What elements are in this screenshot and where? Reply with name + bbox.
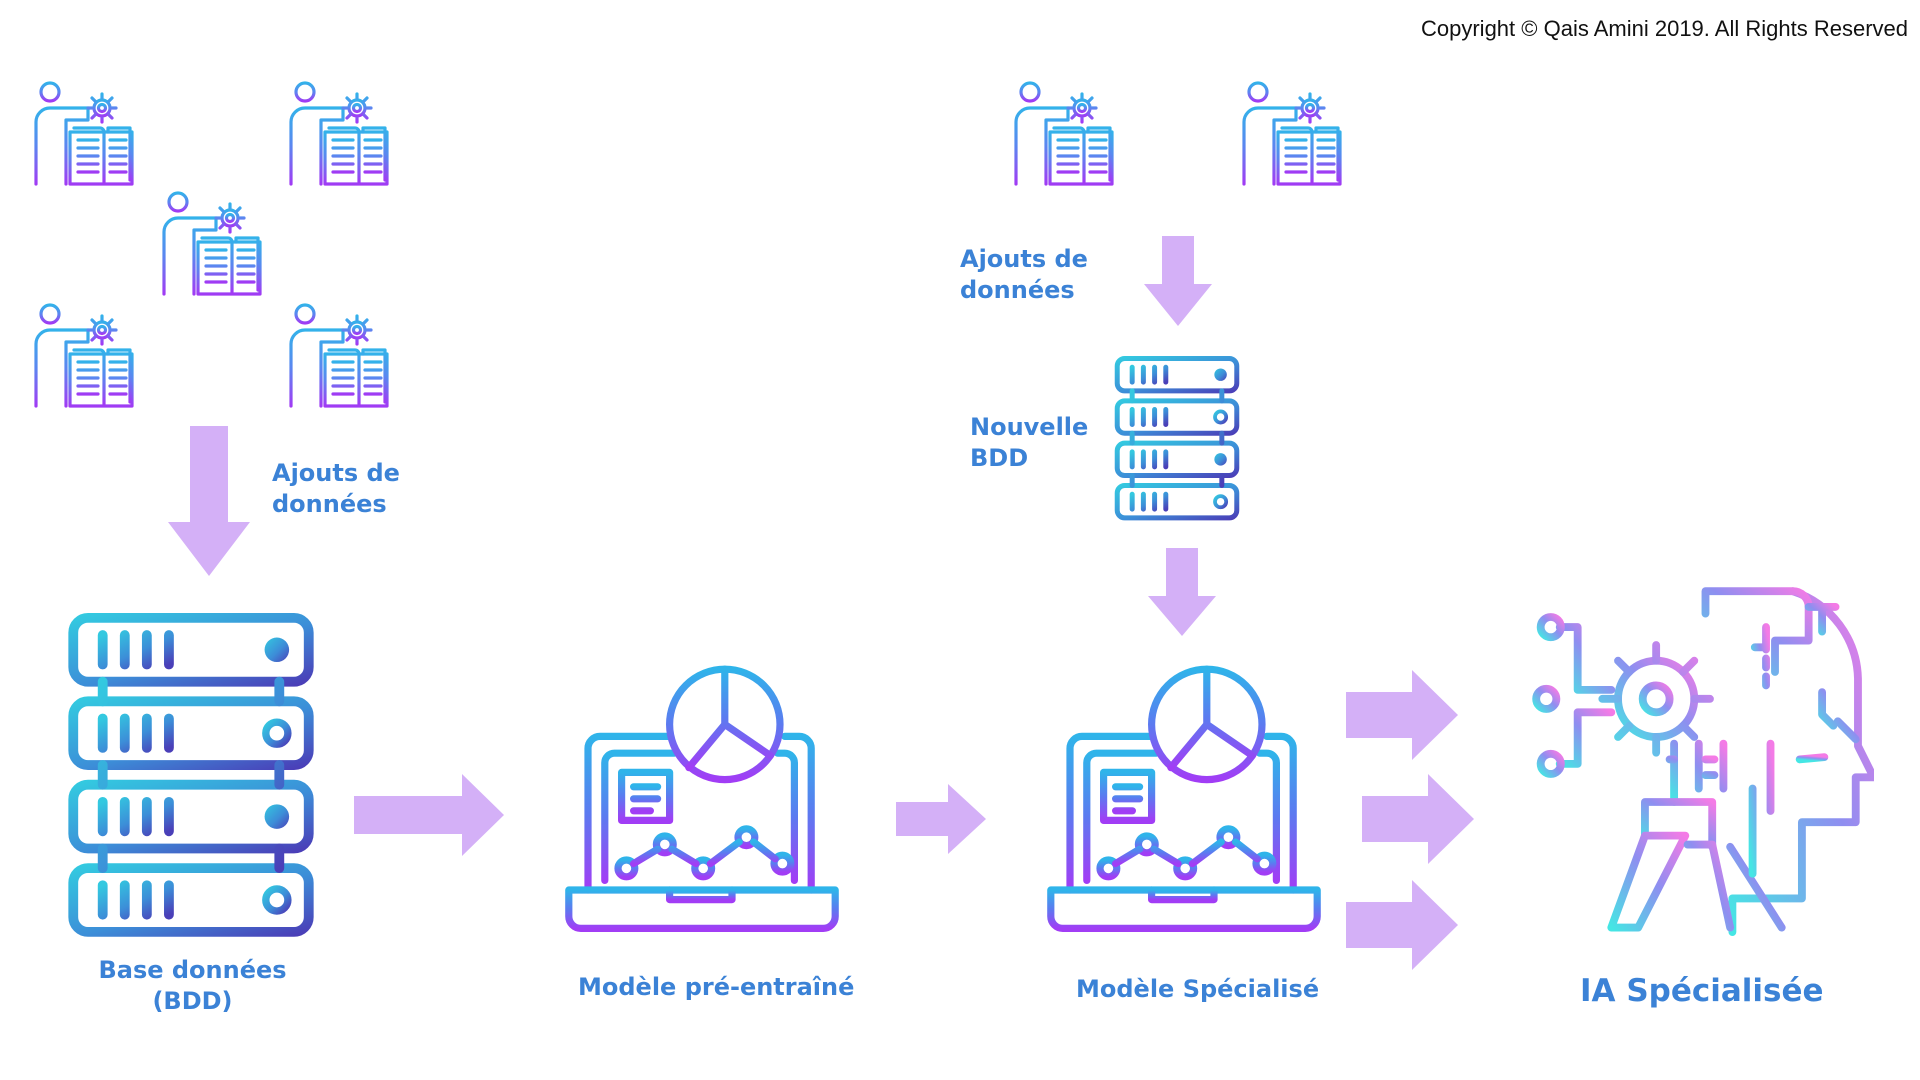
right-arrow-icon bbox=[896, 784, 986, 854]
label-line: Ajouts de bbox=[272, 459, 400, 487]
label-line: (BDD) bbox=[152, 986, 233, 1015]
expert-icon bbox=[1236, 80, 1346, 190]
expert-icon bbox=[1008, 80, 1118, 190]
expert-icon bbox=[28, 80, 138, 190]
right-arrow-icon bbox=[354, 774, 504, 856]
base-donnees-label: Base données (BDD) bbox=[70, 955, 315, 1016]
ajouts-donnees-label-right: Ajouts de données bbox=[960, 244, 1088, 305]
right-arrow-icon bbox=[1362, 774, 1474, 864]
expert-icon bbox=[283, 302, 393, 412]
expert-icon bbox=[28, 302, 138, 412]
specialized-model-laptop-icon bbox=[1046, 662, 1322, 938]
right-arrow-icon bbox=[1346, 880, 1458, 970]
label-line: BDD bbox=[970, 443, 1029, 472]
label-line: Nouvelle bbox=[970, 413, 1089, 441]
label-line: Base données bbox=[98, 956, 287, 984]
ia-specialisee-label: IA Spécialisée bbox=[1580, 973, 1824, 1009]
pretrained-model-laptop-icon bbox=[564, 662, 840, 938]
expert-icon bbox=[156, 190, 266, 300]
database-server-icon bbox=[66, 613, 316, 938]
expert-icon bbox=[283, 80, 393, 190]
nouvelle-bdd-label: Nouvelle BDD bbox=[970, 412, 1088, 473]
label-line: données bbox=[960, 275, 1075, 304]
down-arrow-icon bbox=[1144, 236, 1212, 326]
down-arrow-icon bbox=[168, 426, 250, 576]
new-database-server-icon bbox=[1114, 356, 1240, 521]
copyright-notice: Copyright © Qais Amini 2019. All Rights … bbox=[1421, 16, 1908, 41]
down-arrow-icon bbox=[1148, 548, 1216, 636]
modele-pre-entraine-label: Modèle pré-entraîné bbox=[578, 973, 855, 1001]
ajouts-donnees-label-left: Ajouts de données bbox=[272, 458, 400, 519]
right-arrow-icon bbox=[1346, 670, 1458, 760]
label-line: données bbox=[272, 489, 387, 518]
ai-robot-head-icon bbox=[1528, 580, 1874, 950]
label-line: Ajouts de bbox=[960, 245, 1088, 273]
modele-specialise-label: Modèle Spécialisé bbox=[1076, 975, 1320, 1003]
